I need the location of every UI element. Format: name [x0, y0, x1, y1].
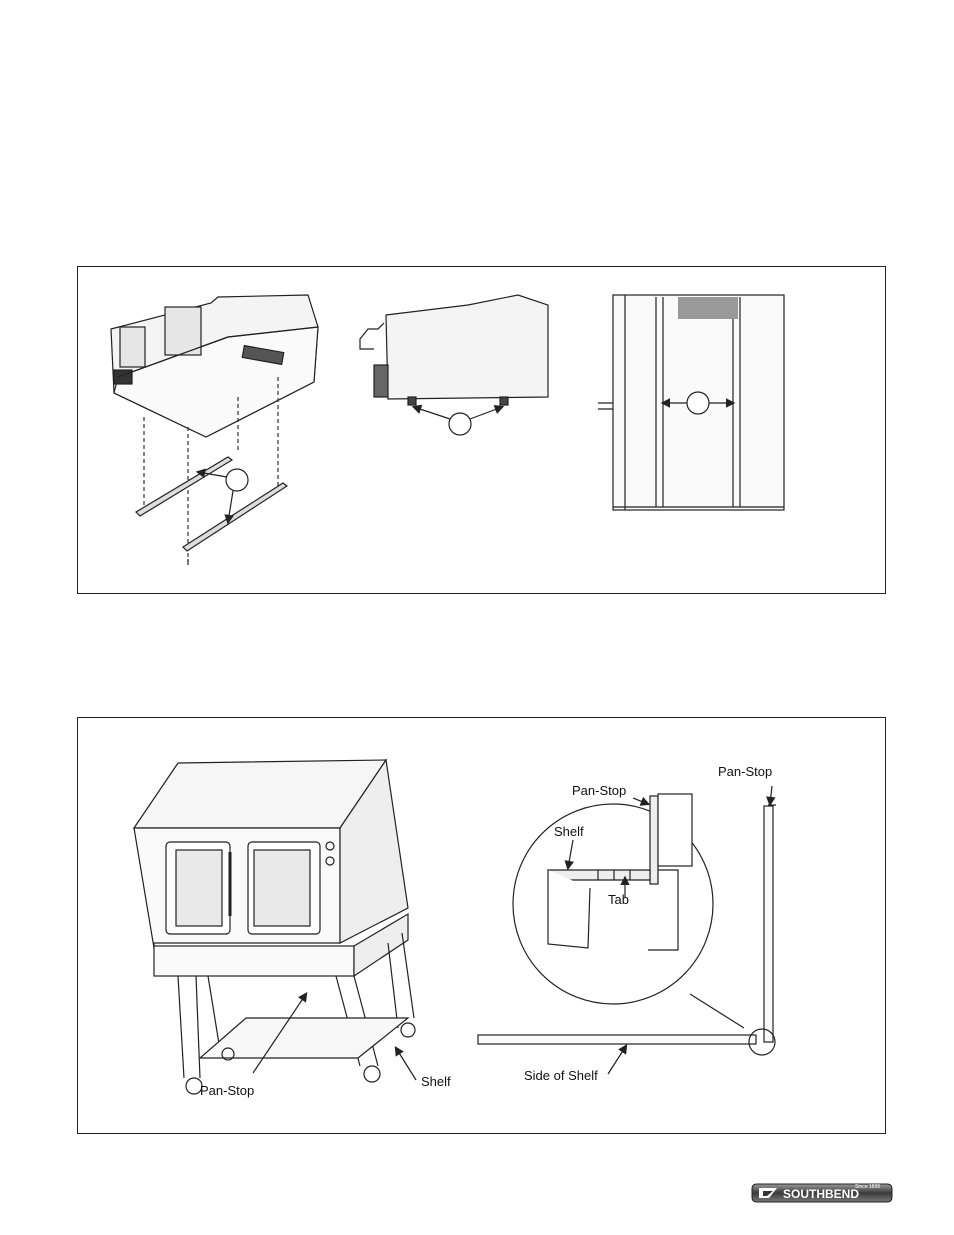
detail-magnifier	[513, 794, 744, 1028]
callout-circle-3	[687, 392, 709, 414]
callout-circle-1	[226, 469, 248, 491]
figure-2-drawing: Pan-Stop Shelf Pan-Stop Shelf Tab Pan-St…	[78, 718, 887, 1135]
oven-on-stand-drawing	[134, 760, 415, 1094]
logo-graphic: SOUTHBEND Since 1898	[751, 1182, 893, 1204]
southbend-logo: SOUTHBEND Since 1898	[751, 1182, 893, 1204]
label-pan-stop-circle: Pan-Stop	[572, 783, 626, 798]
logo-since-text: Since 1898	[855, 1184, 880, 1190]
label-side-of-shelf: Side of Shelf	[524, 1068, 598, 1083]
label-pan-stop-left: Pan-Stop	[200, 1083, 254, 1098]
logo-brand-text: SOUTHBEND	[783, 1187, 859, 1201]
label-pan-stop-right: Pan-Stop	[718, 764, 772, 779]
label-shelf-left: Shelf	[421, 1074, 451, 1089]
oven-side-view	[360, 295, 548, 405]
rails	[136, 457, 287, 565]
label-shelf-circle: Shelf	[554, 824, 584, 839]
figure-1-drawing	[78, 267, 887, 595]
figure-1-frame	[77, 266, 886, 594]
callout-circle-2	[449, 413, 471, 435]
label-tab: Tab	[608, 892, 629, 907]
oven-bottom-view	[111, 295, 318, 437]
figure-2-frame: Pan-Stop Shelf Pan-Stop Shelf Tab Pan-St…	[77, 717, 886, 1134]
